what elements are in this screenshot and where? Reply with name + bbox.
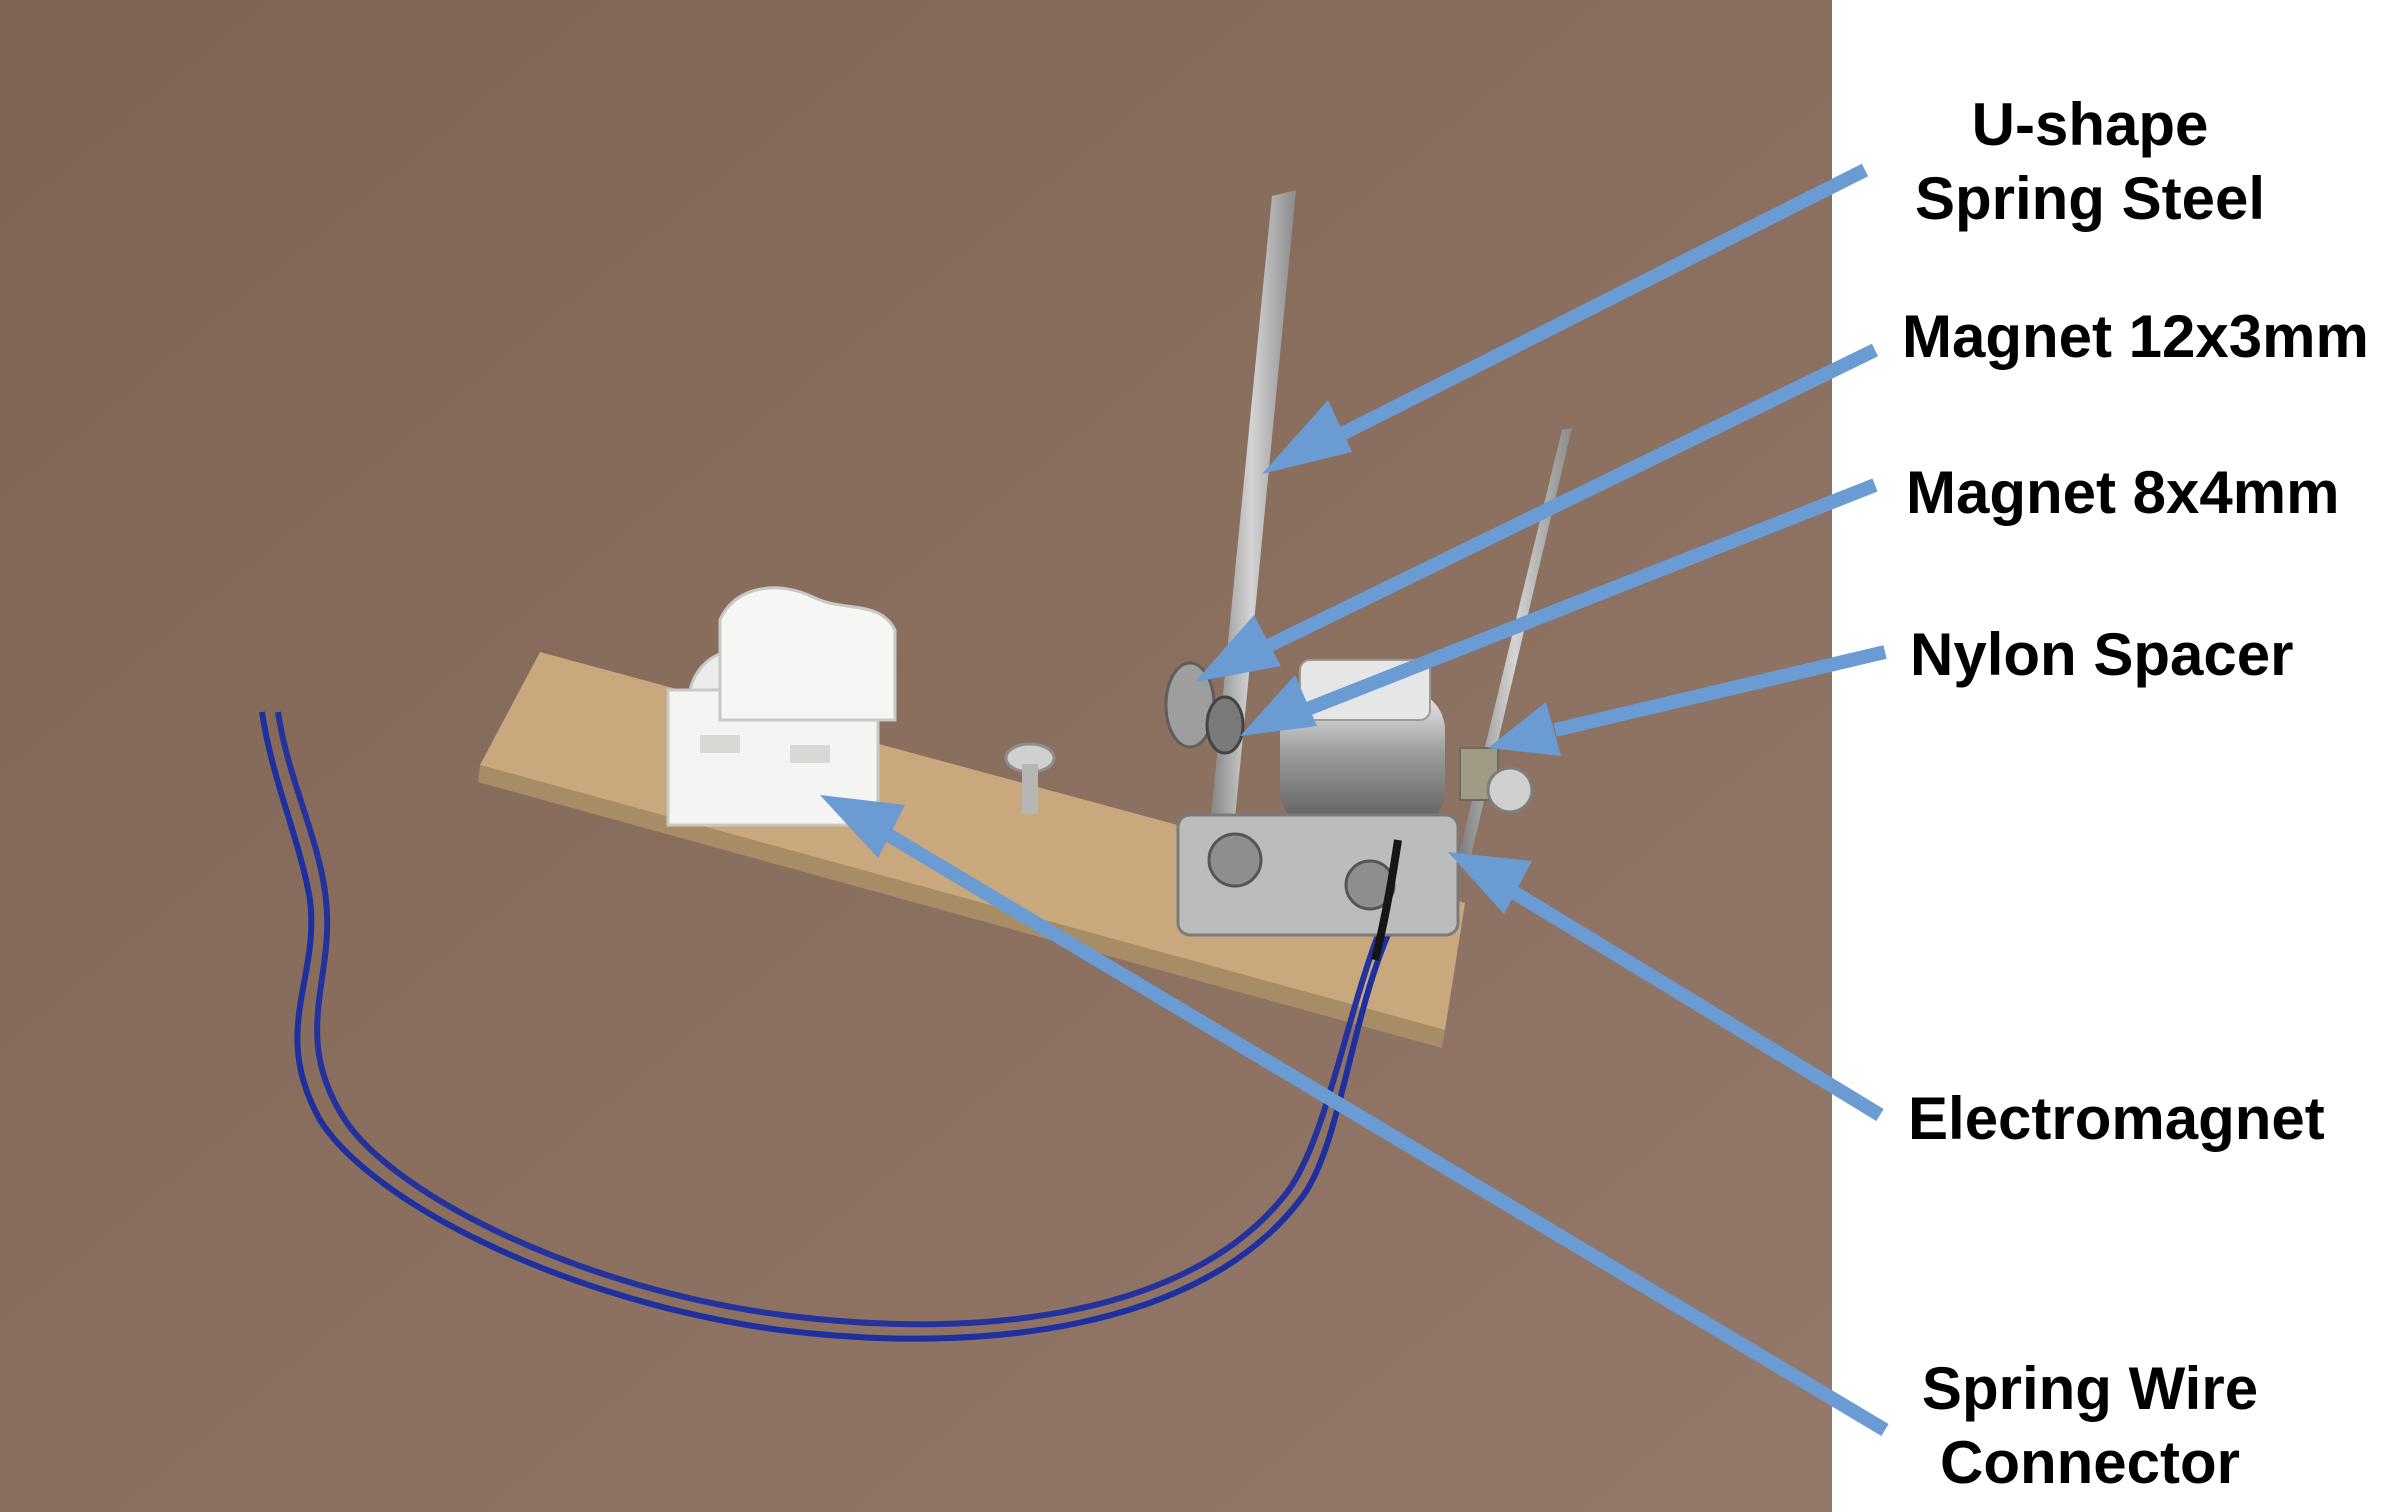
label-wire-connector: Spring Wire Connector xyxy=(1900,1352,2280,1500)
label-magnet-12x3: Magnet 12x3mm xyxy=(1902,300,2369,374)
label-spring-steel: U-shape Spring Steel xyxy=(1900,88,2280,236)
callout-arrow-magnet-8x4 xyxy=(1240,478,1878,736)
callout-arrow-electromagnet xyxy=(1448,852,1884,1121)
label-magnet-8x4-text: Magnet 8x4mm xyxy=(1906,459,2340,526)
callout-arrow-nylon-spacer xyxy=(1488,645,1887,756)
label-magnet-8x4: Magnet 8x4mm xyxy=(1906,456,2339,530)
callout-arrow-spring-steel xyxy=(1262,163,1869,474)
label-panel xyxy=(1832,0,2400,1512)
callout-arrow-magnet-12x3 xyxy=(1195,343,1879,682)
label-electromagnet-text: Electromagnet xyxy=(1908,1085,2325,1152)
mounting-bracket xyxy=(1176,813,1460,937)
label-electromagnet: Electromagnet xyxy=(1908,1082,2325,1156)
label-nylon-spacer: Nylon Spacer xyxy=(1910,618,2293,692)
label-nylon-spacer-text: Nylon Spacer xyxy=(1910,621,2294,688)
label-magnet-12x3-text: Magnet 12x3mm xyxy=(1902,303,2369,370)
magnet-8x4 xyxy=(1205,695,1245,755)
wooden-base-side xyxy=(478,765,1445,1048)
nylon-spacer xyxy=(1459,747,1534,814)
callout-arrow-wire-connector xyxy=(820,795,1889,1437)
blue-wire-1 xyxy=(259,711,1393,1342)
label-wire-connector-line2: Connector xyxy=(1940,1429,2240,1496)
label-wire-connector-line1: Spring Wire xyxy=(1921,1355,2259,1422)
label-spring-steel-line2: Spring Steel xyxy=(1914,165,2266,232)
black-lead xyxy=(1371,839,1402,961)
loose-screw xyxy=(1004,742,1056,814)
label-spring-steel-line1: U-shape xyxy=(1971,91,2209,158)
blue-wire-2 xyxy=(275,711,1383,1328)
